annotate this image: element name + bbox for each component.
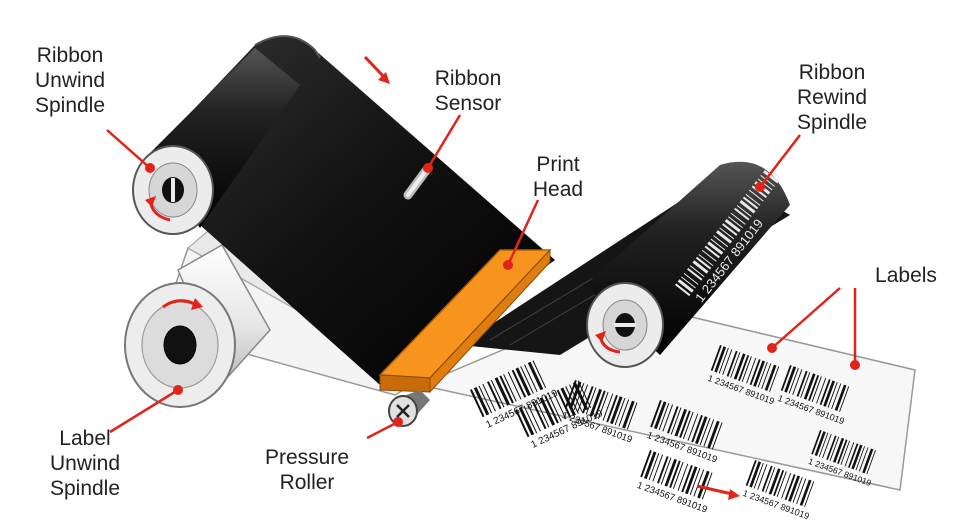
print-head bbox=[378, 248, 552, 394]
callout-lines bbox=[106, 114, 857, 440]
pointer-dot-ribbon-sensor bbox=[423, 163, 433, 173]
pointer-dot-label-2 bbox=[850, 360, 860, 370]
label-line: Unwind bbox=[34, 69, 106, 92]
pointer-dot-ribbon-rewind bbox=[755, 182, 765, 192]
label-line: Ribbon bbox=[798, 61, 866, 84]
label-line: Labels bbox=[875, 264, 937, 287]
label-ribbon-rewind-spindle: Ribbon Rewind Spindle bbox=[782, 60, 882, 135]
pointer-dot-print-head bbox=[503, 260, 513, 270]
label-line: Spindle bbox=[34, 94, 106, 117]
ribbon-unwind-spindle bbox=[132, 48, 300, 235]
label-line: Sensor bbox=[434, 92, 502, 115]
label-line: Head bbox=[532, 178, 584, 201]
label-ribbon-unwind-spindle: Ribbon Unwind Spindle bbox=[20, 43, 120, 118]
pointer-dots bbox=[145, 163, 860, 427]
label-line: Unwind bbox=[49, 452, 121, 475]
label-line: Roller bbox=[279, 471, 335, 494]
label-print-head: Print Head bbox=[523, 152, 593, 202]
label-line: Spindle bbox=[49, 477, 121, 500]
label-line: Label bbox=[59, 427, 111, 450]
label-unwind-roll bbox=[124, 243, 271, 408]
pointer-dot-pressure-roller bbox=[393, 417, 403, 427]
label-roll-rotation-icon bbox=[162, 299, 196, 309]
label-line: Pressure bbox=[264, 446, 350, 469]
label-labels: Labels bbox=[866, 263, 946, 288]
label-line: Print bbox=[536, 153, 580, 176]
ribbon-sensor bbox=[403, 163, 433, 200]
label-pressure-roller: Pressure Roller bbox=[252, 445, 362, 495]
label-line: Ribbon bbox=[434, 67, 502, 90]
ribbon-rewind-spindle bbox=[585, 161, 790, 368]
label-line: Spindle bbox=[796, 111, 868, 134]
label-label-unwind-spindle: Label Unwind Spindle bbox=[35, 426, 135, 501]
pointer-dot-label-1 bbox=[767, 343, 777, 353]
pointer-dot-label-unwind bbox=[173, 385, 183, 395]
pointer-dot-ribbon-unwind bbox=[145, 163, 155, 173]
ribbon-feed-arrow bbox=[363, 55, 390, 84]
label-ribbon-sensor: Ribbon Sensor bbox=[423, 66, 513, 116]
label-line: Ribbon bbox=[36, 44, 104, 67]
label-feed-arrow bbox=[696, 484, 740, 500]
label-line: Rewind bbox=[796, 86, 868, 109]
